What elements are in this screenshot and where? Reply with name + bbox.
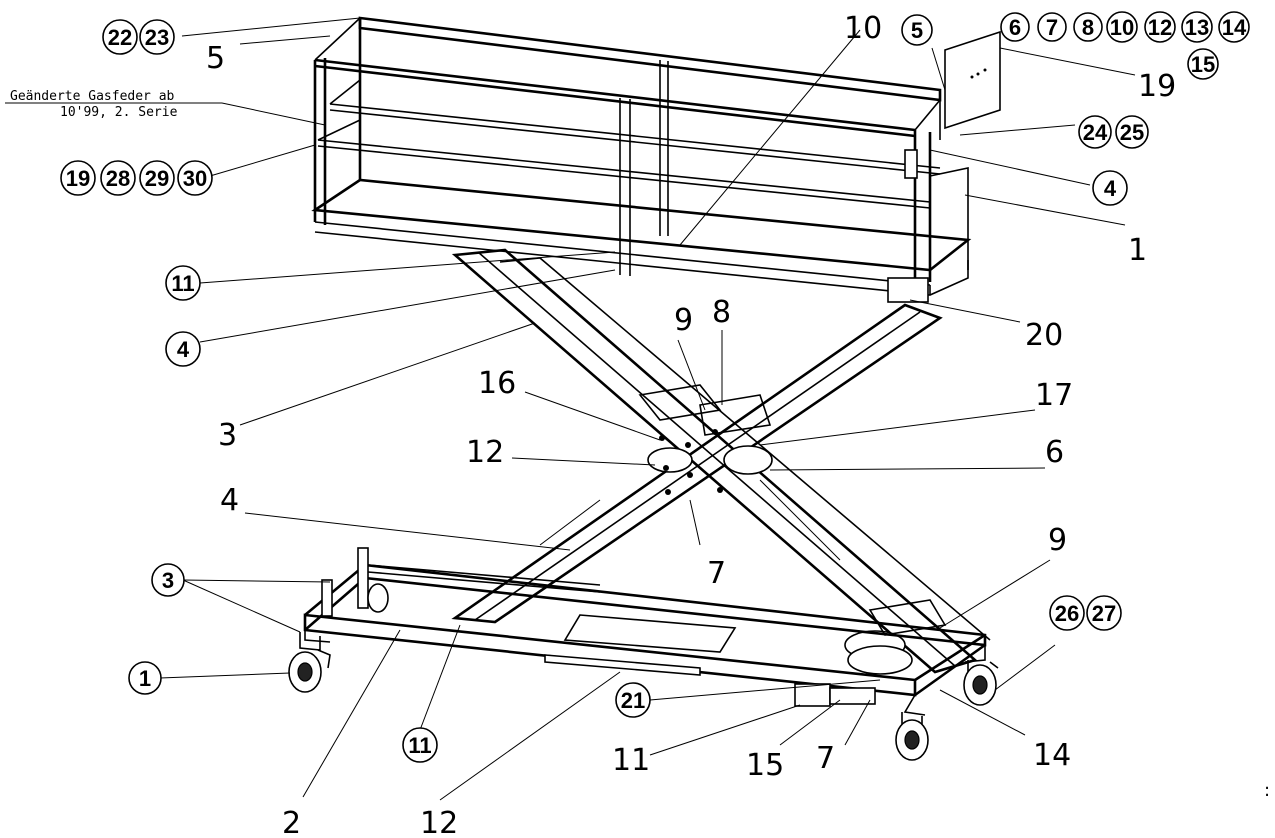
circle-label-7: 7: [1037, 12, 1067, 42]
label-7-bottom: 7: [816, 741, 835, 776]
svg-text:26: 26: [1055, 601, 1079, 626]
circle-label-21: 21: [615, 682, 651, 718]
label-1-right: 1: [1128, 233, 1147, 268]
label-8-mid: 8: [712, 295, 731, 330]
svg-text:25: 25: [1120, 120, 1144, 145]
scissor-arms: [451, 248, 991, 675]
circle-label-24: 24: [1078, 115, 1112, 149]
label-12-left: 12: [466, 435, 504, 470]
svg-text:23: 23: [145, 25, 169, 50]
circle-label-25: 25: [1115, 115, 1149, 149]
circle-label-4-right: 4: [1092, 170, 1128, 206]
circle-label-8: 8: [1073, 12, 1103, 42]
svg-text:3: 3: [162, 568, 174, 593]
svg-text:8: 8: [1082, 15, 1094, 40]
svg-text:15: 15: [1191, 52, 1215, 77]
circled-labels: 22 23 5 6 7 8 10 12 13 14 15 24 25 19 28…: [60, 11, 1250, 763]
label-15-bottom: 15: [746, 748, 784, 783]
svg-text:4: 4: [177, 337, 190, 362]
svg-text:12: 12: [1148, 15, 1172, 40]
plain-labels: 5 10 19 1 20 9 8 16 17 12 6 3 4 7 9 2 12…: [206, 11, 1270, 838]
svg-text:22: 22: [108, 25, 132, 50]
svg-text:7: 7: [1046, 15, 1058, 40]
label-17-right: 17: [1035, 378, 1073, 413]
label-12-bottom: 12: [420, 806, 458, 838]
label-7-mid: 7: [707, 556, 726, 591]
label-14-bottom: 14: [1033, 738, 1071, 773]
wheel-front-right: [895, 712, 929, 761]
circle-label-4-left: 4: [165, 331, 201, 367]
note-line-1: Geänderte Gasfeder ab: [10, 89, 175, 104]
circle-label-12: 12: [1144, 11, 1176, 43]
wheels: [288, 583, 999, 761]
wheel-front-left: [288, 632, 331, 693]
label-9-mid: 9: [674, 303, 693, 338]
label-20-right: 20: [1025, 318, 1063, 353]
base-chassis: [303, 547, 987, 716]
circle-label-1: 1: [128, 661, 162, 695]
svg-text:28: 28: [106, 166, 130, 191]
label-11-bottom: 11: [612, 743, 650, 778]
svg-text:27: 27: [1092, 601, 1116, 626]
label-10-top: 10: [844, 11, 882, 46]
svg-text:14: 14: [1222, 15, 1247, 40]
wheel-back-left: [367, 583, 389, 613]
svg-text:5: 5: [911, 18, 923, 43]
edge-tick: :: [1264, 780, 1270, 801]
svg-text:11: 11: [171, 271, 194, 296]
platform-basket: [311, 16, 1001, 303]
circle-label-10: 10: [1106, 11, 1138, 43]
circle-label-29: 29: [139, 160, 175, 196]
svg-text:11: 11: [408, 733, 431, 758]
circle-label-3: 3: [151, 563, 185, 597]
circle-label-26: 26: [1049, 595, 1085, 631]
svg-text:30: 30: [183, 166, 207, 191]
circle-label-28: 28: [100, 160, 136, 196]
label-9-right: 9: [1048, 523, 1067, 558]
circle-label-14: 14: [1218, 11, 1250, 43]
svg-text:19: 19: [66, 166, 90, 191]
label-2-bottom: 2: [282, 806, 301, 838]
svg-text:29: 29: [145, 166, 169, 191]
label-16-left: 16: [478, 366, 516, 401]
leader-lines: [159, 17, 1136, 801]
circle-label-5: 5: [901, 14, 933, 46]
svg-text:6: 6: [1009, 15, 1021, 40]
circle-label-6: 6: [1000, 12, 1030, 42]
circle-label-23: 23: [139, 19, 175, 55]
svg-text:10: 10: [1110, 15, 1134, 40]
circle-label-22: 22: [102, 19, 138, 55]
label-6-right: 6: [1045, 435, 1064, 470]
svg-text:4: 4: [1104, 176, 1117, 201]
revision-note: Geänderte Gasfeder ab 10'99, 2. Serie: [5, 89, 222, 120]
circle-label-19: 19: [60, 160, 96, 196]
svg-text:13: 13: [1185, 15, 1209, 40]
note-line-2: 10'99, 2. Serie: [60, 105, 178, 120]
circle-label-13: 13: [1181, 11, 1213, 43]
circle-label-11-bottom: 11: [402, 727, 438, 763]
wheel-back-right: [963, 660, 999, 706]
circle-label-27: 27: [1086, 595, 1122, 631]
circle-label-30: 30: [177, 160, 213, 196]
label-19-right: 19: [1138, 69, 1176, 104]
label-5-top: 5: [206, 41, 225, 76]
label-3-left: 3: [218, 418, 237, 453]
circle-label-11-left: 11: [165, 265, 201, 301]
svg-text:24: 24: [1083, 120, 1108, 145]
svg-text:1: 1: [139, 666, 151, 691]
label-4-left: 4: [220, 483, 239, 518]
svg-text:21: 21: [621, 688, 645, 713]
circle-label-15: 15: [1187, 48, 1219, 80]
